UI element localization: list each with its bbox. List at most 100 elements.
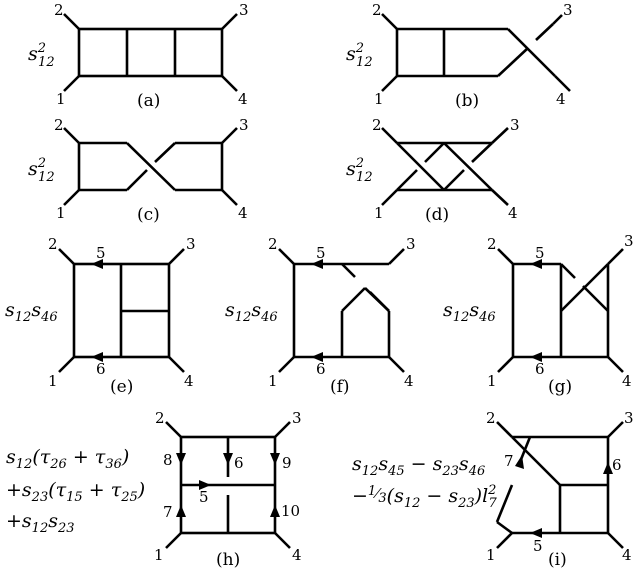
math-glyph: 46 (260, 310, 278, 325)
math-glyph: ) (121, 446, 129, 468)
propagator-line (221, 13, 238, 30)
math-glyph: )l (474, 485, 489, 507)
arrow-icon (530, 259, 542, 269)
leg-label: 4 (238, 90, 248, 108)
math-glyph: (τ (32, 446, 50, 468)
leg-label: 2 (48, 235, 58, 253)
leg-label: 4 (622, 372, 632, 390)
leg-label: 4 (238, 204, 248, 222)
propagator-line (582, 285, 609, 312)
edge-label: 6 (612, 456, 622, 474)
math-glyph: 46 (468, 464, 486, 479)
propagator-line (497, 356, 514, 373)
propagator-line (63, 13, 80, 30)
propagator-line (497, 47, 529, 77)
edge-label: 9 (282, 454, 292, 472)
leg-label: 1 (486, 546, 496, 564)
leg-label: 1 (154, 546, 164, 564)
arrow-icon (530, 352, 542, 362)
propagator-line (496, 532, 513, 549)
propagator-line (63, 189, 80, 206)
coefficient-f: s12s46 (225, 299, 278, 325)
propagator-line (168, 248, 185, 265)
diagram-h: 8 7 6 9 10 5 2 1 3 4 (h) s12(τ26 + τ36) … (6, 409, 302, 570)
math-glyph: − s (420, 485, 458, 507)
leg-label: 1 (487, 372, 497, 390)
math-glyph: 12 (235, 310, 252, 325)
propagator-line (278, 356, 295, 373)
leg-label: 4 (184, 372, 194, 390)
arrow-icon (311, 352, 323, 362)
leg-label: 4 (404, 372, 414, 390)
edge-label: 6 (234, 454, 244, 472)
diagram-g: 5 6 2 1 3 4 (g) s12s46 (443, 232, 634, 397)
math-glyph: + τ (67, 446, 106, 468)
diagram-e: 5 6 2 1 3 4 (e) s12s46 (5, 235, 196, 397)
leg-label: 4 (556, 90, 566, 108)
math-glyph: 12 (38, 55, 55, 70)
edge-label: 5 (316, 244, 326, 262)
math-glyph: s (225, 299, 235, 321)
math-glyph: s (31, 299, 41, 321)
math-glyph: 12 (356, 55, 373, 70)
edge-label: 5 (96, 244, 106, 262)
leg-label: 4 (622, 546, 632, 564)
caption-e: (e) (110, 377, 133, 397)
math-glyph: (τ (48, 479, 66, 501)
propagator-line (496, 421, 513, 438)
leg-label: 2 (268, 235, 278, 253)
math-glyph: 45 (387, 464, 405, 479)
propagator-line (274, 421, 291, 438)
propagator-line (58, 356, 75, 373)
leg-label: 1 (56, 204, 66, 222)
math-glyph: 36 (105, 457, 122, 472)
math-glyph: s (443, 299, 453, 321)
math-glyph: 12 (38, 170, 55, 185)
math-glyph: 23 (57, 521, 75, 536)
coefficient-i-line1: s12s45 − s23s46 (352, 453, 485, 479)
propagator-line (381, 75, 398, 92)
leg-label: 2 (372, 116, 382, 134)
leg-label: 1 (268, 372, 278, 390)
leg-label: 3 (186, 235, 196, 253)
coefficient-g: s12s46 (443, 299, 496, 325)
edge-label: 6 (96, 360, 106, 378)
math-glyph: 12 (15, 310, 32, 325)
math-glyph: s (28, 43, 38, 65)
math-glyph: s (352, 453, 362, 475)
math-glyph: 12 (16, 457, 33, 472)
arrow-icon (603, 462, 613, 474)
arrow-icon (91, 352, 103, 362)
propagator-line (491, 127, 509, 144)
math-glyph: s (459, 453, 469, 475)
leg-label: 3 (239, 1, 249, 19)
leg-label: 2 (54, 1, 64, 19)
math-glyph: 12 (356, 170, 373, 185)
coefficient-h-line2: +s23(τ15 + τ25) (6, 479, 145, 505)
edge-label: 6 (535, 360, 545, 378)
math-glyph: 26 (49, 457, 67, 472)
propagator-box (77, 27, 224, 78)
math-glyph: 2 (355, 41, 364, 56)
math-glyph: s (346, 158, 356, 180)
caption-b: (b) (455, 91, 479, 111)
leg-label: 1 (374, 204, 384, 222)
caption-i: (i) (548, 550, 567, 570)
propagator-line (496, 520, 513, 535)
math-glyph: 12 (404, 496, 421, 511)
math-glyph: 46 (478, 310, 496, 325)
propagator-line (443, 142, 493, 191)
math-glyph: s (378, 453, 388, 475)
propagator-line (396, 142, 445, 191)
edge-label: 5 (199, 488, 209, 506)
leg-label: 3 (510, 116, 520, 134)
propagator-line (341, 263, 356, 278)
propagator-line (497, 248, 514, 265)
